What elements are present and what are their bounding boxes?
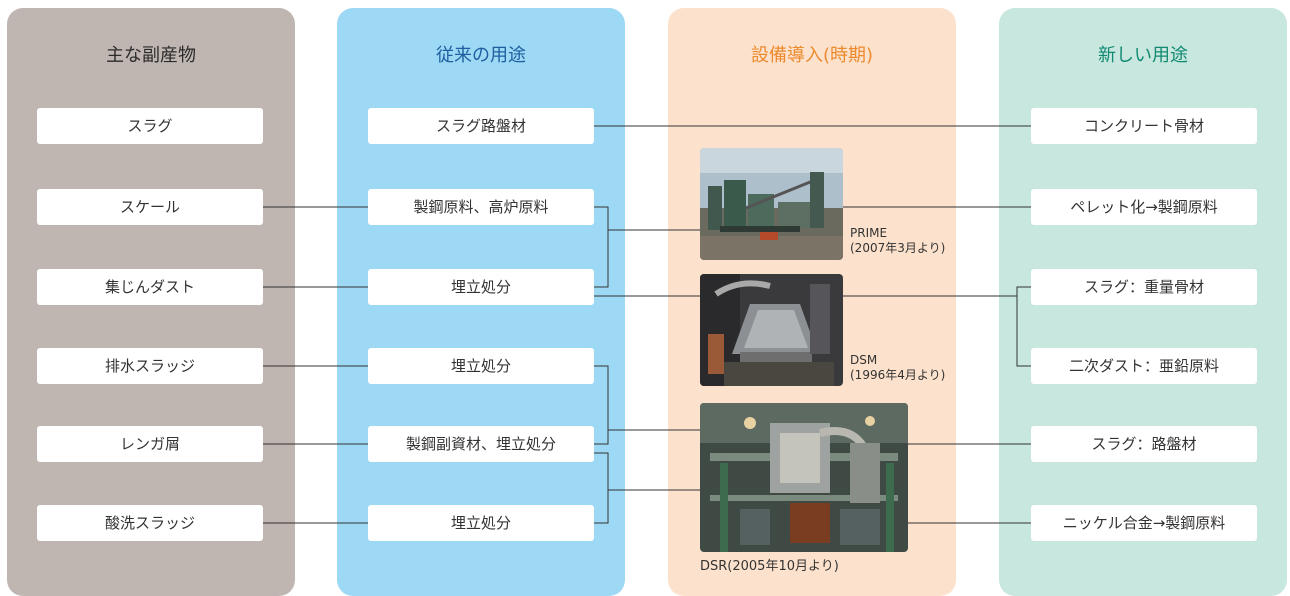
new-use-box-pellet: ペレット化→製鋼原料 <box>1031 189 1257 225</box>
dsm-facility-photo <box>700 274 843 386</box>
conventional-use-box-1: スラグ路盤材 <box>368 108 594 144</box>
byproduct-box-scale: スケール <box>37 189 263 225</box>
new-use-box-concrete-aggregate: コンクリート骨材 <box>1031 108 1257 144</box>
byproduct-box-dust: 集じんダスト <box>37 269 263 305</box>
byproduct-box-slag: スラグ <box>37 108 263 144</box>
facility-name-dsm: DSM <box>850 353 878 367</box>
column-title-conventional-uses: 従来の用途 <box>436 45 526 66</box>
byproduct-box-wastewater-sludge: 排水スラッジ <box>37 348 263 384</box>
facility-caption-prime: PRIME (2007年3月より) <box>850 226 945 256</box>
prime-facility-photo <box>700 148 843 260</box>
facility-period-dsm: (1996年4月より) <box>850 368 946 382</box>
new-use-box-secondary-dust: 二次ダスト：亜鉛原料 <box>1031 348 1257 384</box>
facility-period-prime: (2007年3月より) <box>850 241 946 255</box>
conventional-use-box-2: 製鋼原料、高炉原料 <box>368 189 594 225</box>
byproduct-box-brick-waste: レンガ屑 <box>37 426 263 462</box>
facility-name-prime: PRIME <box>850 226 888 240</box>
dsr-facility-photo <box>700 403 908 552</box>
new-use-box-heavy-aggregate: スラグ：重量骨材 <box>1031 269 1257 305</box>
new-use-box-slag-road-base: スラグ：路盤材 <box>1031 426 1257 462</box>
column-title-facilities: 設備導入(時期) <box>750 45 874 66</box>
conventional-use-box-6: 埋立処分 <box>368 505 594 541</box>
facility-caption-dsm: DSM (1996年4月より) <box>850 353 945 383</box>
facility-caption-dsr: DSR(2005年10月より) <box>700 559 839 574</box>
conventional-use-box-5: 製鋼副資材、埋立処分 <box>368 426 594 462</box>
facility-name-dsr: DSR <box>700 559 728 574</box>
new-use-box-nickel-alloy: ニッケル合金→製鋼原料 <box>1031 505 1257 541</box>
column-title-new-uses: 新しい用途 <box>1098 45 1188 66</box>
facility-period-dsr: (2005年10月より) <box>727 559 839 574</box>
conventional-use-box-3: 埋立処分 <box>368 269 594 305</box>
byproduct-box-pickling-sludge: 酸洗スラッジ <box>37 505 263 541</box>
conventional-use-box-4: 埋立処分 <box>368 348 594 384</box>
column-title-byproducts: 主な副産物 <box>106 45 196 66</box>
